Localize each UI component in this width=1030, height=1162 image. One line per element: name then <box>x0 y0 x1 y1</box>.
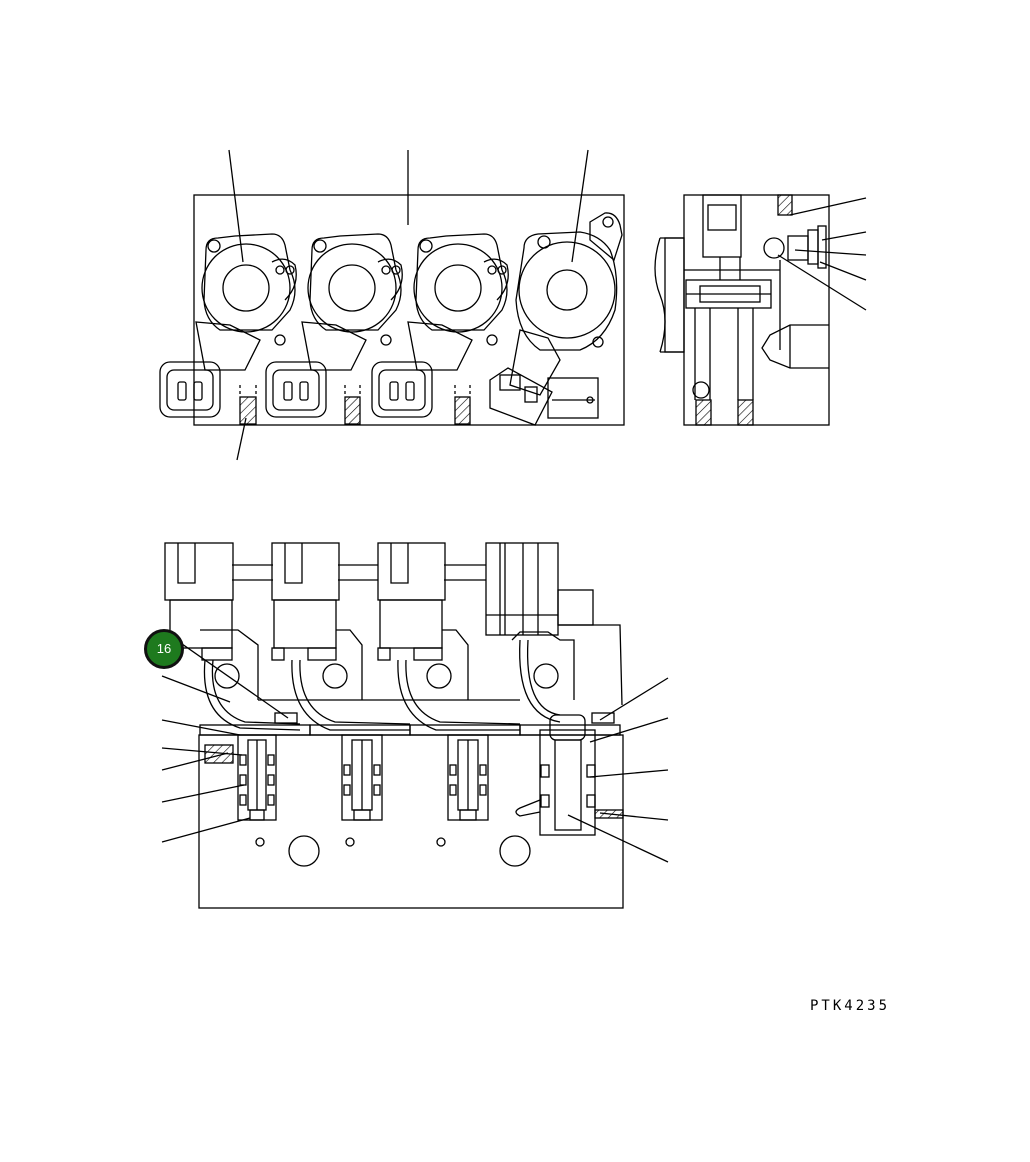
hatched-cartridges <box>239 385 471 425</box>
connector-4 <box>485 542 594 636</box>
side-view-leaders <box>777 197 867 311</box>
callout-number: 16 <box>156 641 172 656</box>
wires <box>203 639 561 731</box>
solenoid-2 <box>265 233 403 418</box>
top-view <box>159 149 625 461</box>
solenoid-1 <box>159 233 297 418</box>
bottom-view <box>161 542 669 909</box>
cartridge-1 <box>204 734 277 821</box>
side-view <box>654 194 867 426</box>
solenoid-3 <box>371 233 509 418</box>
drawing-code: PTK4235 <box>810 998 891 1014</box>
connector-1 <box>164 542 234 661</box>
solenoid-4 <box>489 212 623 426</box>
cartridge-3 <box>447 734 489 821</box>
cartridge-2 <box>341 734 383 821</box>
connector-3 <box>377 542 446 661</box>
connector-2 <box>271 542 340 661</box>
callout-badge[interactable]: 16 <box>144 629 184 669</box>
top-view-leaders <box>228 149 589 461</box>
